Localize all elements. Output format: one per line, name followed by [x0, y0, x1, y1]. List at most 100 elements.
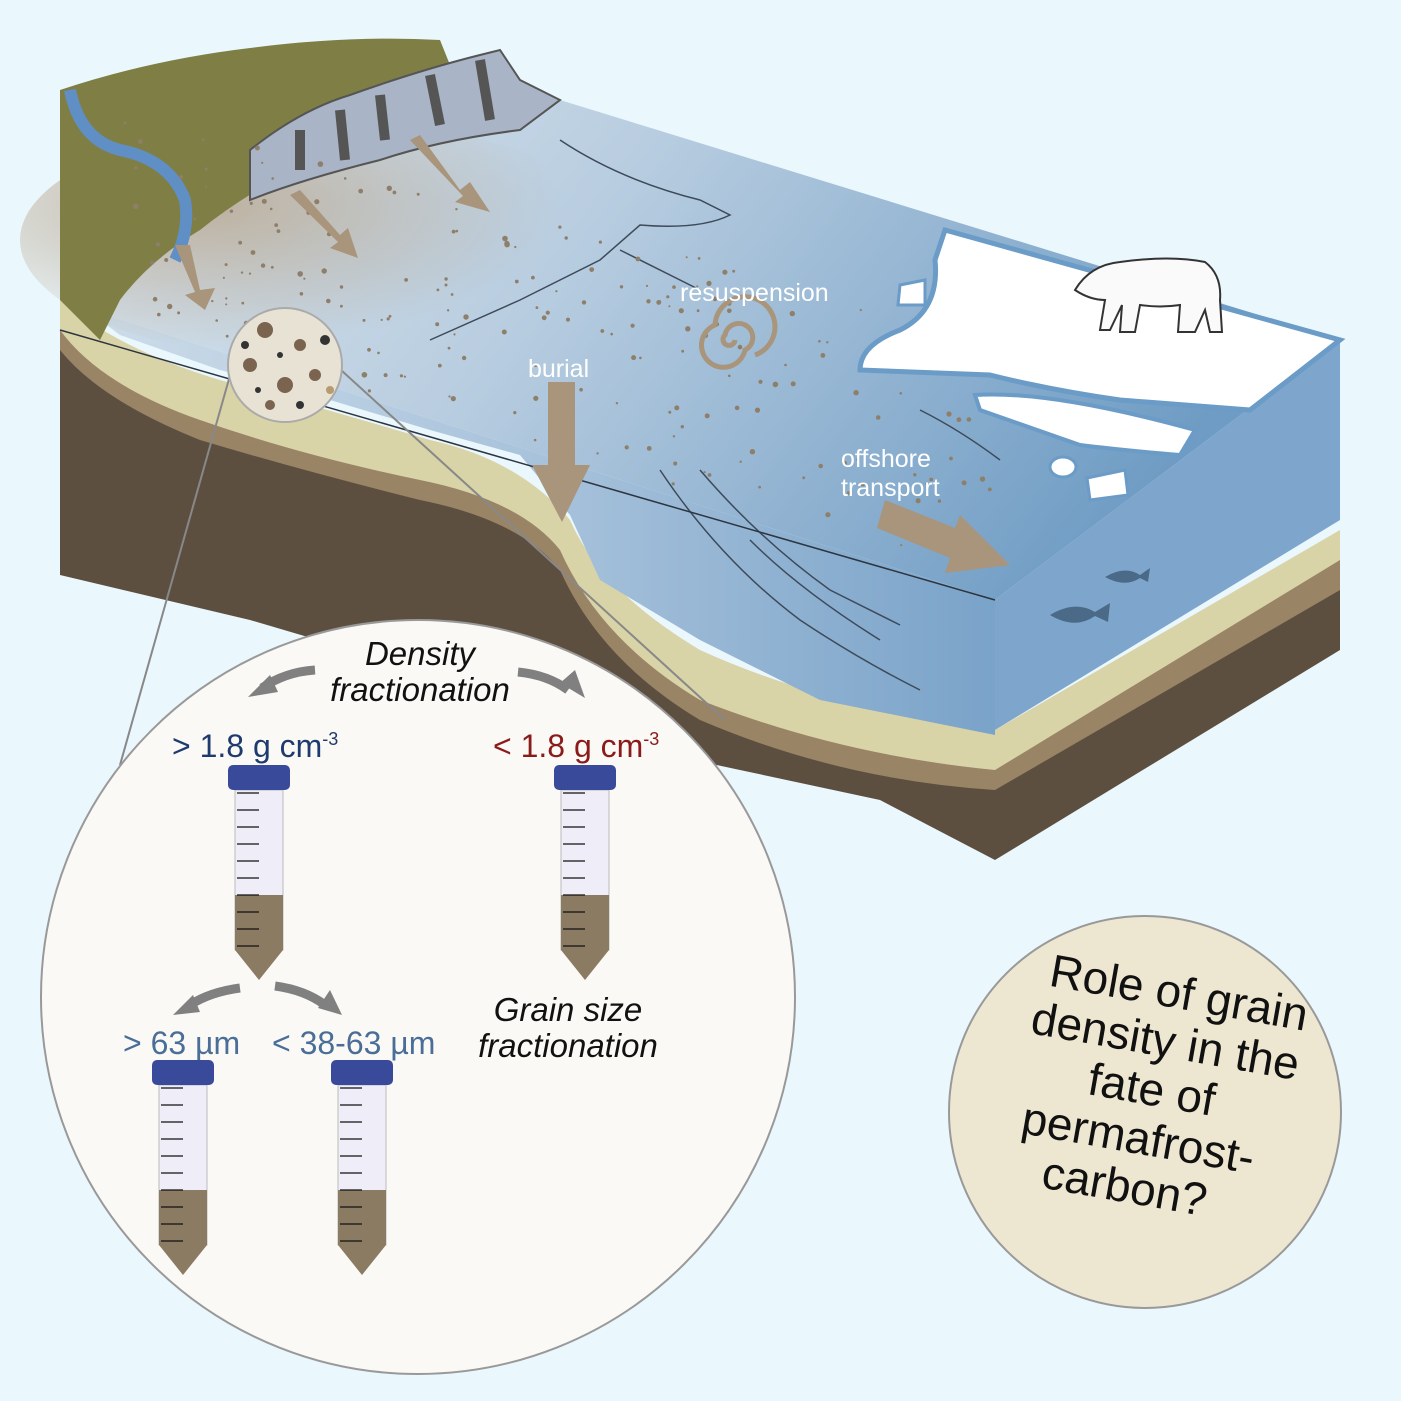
centrifuge-tube-icon	[152, 1060, 214, 1275]
sediment-speck	[303, 277, 306, 280]
sediment-speck	[703, 471, 706, 474]
arrow-icon	[290, 190, 358, 258]
sediment-speck	[361, 372, 368, 378]
tube-cap	[554, 765, 616, 790]
burial-label: burial	[528, 355, 589, 383]
sediment-speck	[900, 544, 903, 547]
sediment-speck	[558, 225, 562, 229]
sediment-speck	[502, 235, 508, 242]
sediment-speck	[250, 250, 256, 255]
sediment-speck	[450, 396, 456, 402]
sediment-speck	[727, 308, 732, 314]
sediment-speck	[211, 299, 214, 303]
sediment-speck	[704, 413, 710, 419]
sediment-speck	[734, 405, 740, 411]
sediment-speck	[531, 275, 535, 280]
sediment-speck	[270, 265, 274, 269]
sediment-grains	[241, 322, 334, 410]
sediment-speck	[624, 445, 629, 450]
sediment-speck	[399, 374, 403, 378]
sediment-speck	[728, 374, 731, 378]
sediment-speck	[271, 177, 275, 180]
sediment-speck	[533, 395, 539, 401]
tube-cap	[152, 1060, 214, 1085]
sediment-speck	[671, 482, 675, 486]
sediment-speck	[545, 310, 550, 315]
sediment-speck	[707, 473, 712, 477]
sediment-speck	[444, 277, 448, 281]
question-text: Role of grain density in the fate of per…	[1018, 944, 1312, 1226]
sediment-speck	[859, 308, 862, 312]
sediment-speck	[860, 482, 865, 487]
inset-magnifier	[40, 619, 796, 1375]
sediment-speck	[754, 407, 761, 413]
sediment-speck	[619, 285, 624, 289]
sediment-speck	[343, 177, 347, 180]
sediment-speck	[225, 297, 228, 300]
sediment-speck	[749, 449, 756, 455]
sediment-speck	[820, 353, 826, 358]
sediment-speck	[249, 201, 253, 205]
sediment-speck	[825, 512, 831, 518]
centrifuge-tube-icon	[228, 765, 290, 980]
sediment-speck	[238, 240, 243, 245]
sediment-speck	[152, 296, 158, 302]
sediment-speck	[248, 272, 252, 275]
sediment-speck	[339, 285, 344, 289]
sediment-speck	[685, 326, 691, 332]
sediment-speck	[949, 456, 953, 461]
sediment-speck	[386, 317, 390, 321]
sediment-speck	[645, 284, 649, 287]
sediment-speck	[966, 417, 972, 422]
sediment-speck	[240, 271, 244, 274]
sediment-speck	[215, 319, 218, 322]
sediment-speck	[674, 405, 680, 411]
sediment-speck	[261, 198, 267, 204]
sediment-speck	[600, 329, 605, 333]
sediment-speck	[533, 438, 537, 442]
sediment-speck	[358, 188, 364, 194]
grain-size-label: Grain size	[494, 991, 643, 1028]
resuspension-swirl-icon	[699, 294, 778, 370]
transport-arrows	[175, 135, 1010, 573]
sediment-speck	[450, 293, 454, 296]
sediment-speck	[276, 229, 281, 234]
sediment-speck	[504, 240, 510, 246]
sediment-speck	[802, 476, 806, 480]
tube-cap	[228, 765, 290, 790]
sediment-speck	[564, 236, 568, 240]
heavy-fraction-label: > 1.8 g cm-3	[172, 728, 338, 764]
offshore-label: offshore	[841, 445, 931, 473]
sediment-speck	[630, 323, 635, 328]
sediment-speck	[299, 292, 304, 296]
sediment-speck	[790, 381, 796, 387]
sediment-speck	[722, 269, 728, 275]
sea-ice-floe	[857, 226, 1346, 413]
centrifuge-tube-icon	[554, 765, 616, 980]
centrifuge-tube-icon	[331, 1060, 393, 1275]
sediment-speck	[380, 318, 383, 321]
coarse-fraction-label: > 63 µm	[123, 1025, 240, 1061]
sediment-speck	[403, 375, 406, 378]
transport-label: transport	[841, 474, 940, 502]
sediment-speck	[541, 315, 547, 321]
sediment-speck	[274, 223, 279, 228]
sediment-speck	[367, 389, 371, 393]
sediment-speck	[225, 334, 229, 338]
sediment-speck	[899, 392, 903, 395]
sediment-speck	[224, 263, 228, 267]
sediment-speck	[193, 217, 197, 221]
zoom-line	[119, 339, 241, 766]
sediment-speck	[367, 347, 371, 352]
sediment-speck	[138, 139, 143, 144]
fine-fraction-label: < 38-63 µm	[272, 1025, 435, 1061]
sediment-speck	[513, 411, 517, 415]
sediment-speck	[383, 373, 388, 378]
sediment-speck	[579, 387, 583, 392]
sediment-speck	[915, 498, 921, 504]
sediment-speck	[463, 314, 469, 320]
sediment-speck	[555, 290, 558, 293]
sediment-speck	[150, 260, 155, 265]
